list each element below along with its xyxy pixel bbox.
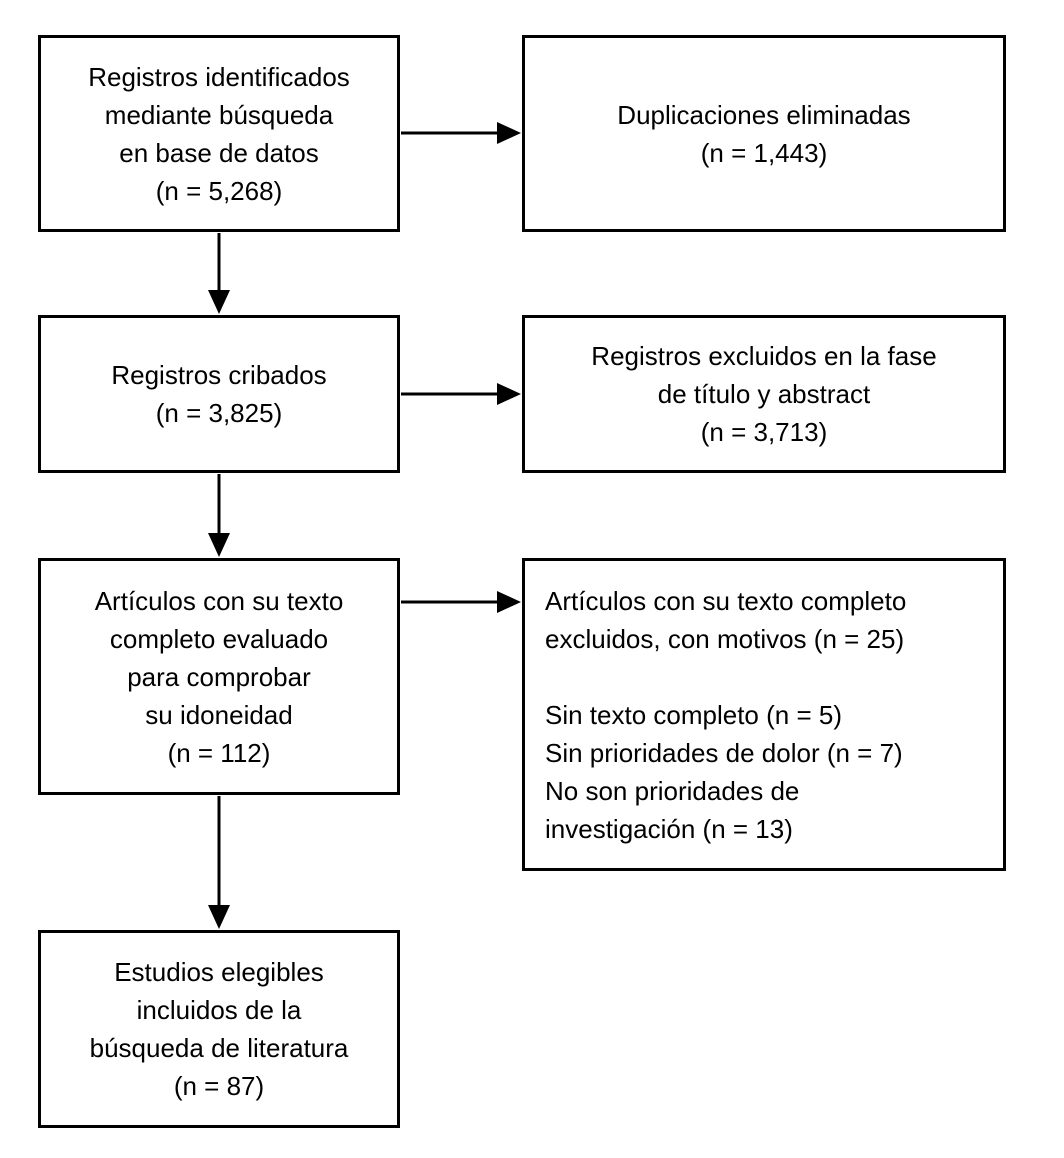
box-line: excluidos, con motivos (n = 25): [545, 623, 905, 654]
box-line: Artículos con su texto: [94, 585, 344, 616]
box-excluded-title-abstract: Registros excluidos en la fase de título…: [522, 315, 1006, 473]
box-count: (n = 5,268): [155, 175, 283, 206]
arrow-fulltext-to-excluded: [401, 591, 521, 613]
box-fulltext-excluded: Artículos con su texto completo excluido…: [522, 558, 1006, 871]
exclusion-reason: No son prioridades de: [545, 775, 800, 806]
box-line: Estudios elegibles: [114, 957, 324, 987]
box-line: Artículos con su texto completo: [545, 585, 907, 616]
arrow-screened-to-excluded: [401, 383, 521, 405]
box-line: Registros cribados: [111, 360, 327, 390]
box-line: Duplicaciones eliminadas: [617, 99, 911, 130]
arrow-fulltext-to-included: [208, 796, 230, 929]
box-count: (n = 3,713): [700, 417, 828, 447]
box-fulltext-assessed: Artículos con su texto completo evaluado…: [38, 558, 400, 795]
box-line: Registros identificados: [88, 61, 350, 92]
box-count: (n = 87): [173, 1071, 265, 1101]
exclusion-reason: investigación (n = 13): [545, 813, 793, 844]
box-count: (n = 1,443): [700, 137, 828, 168]
arrow-screened-to-fulltext: [208, 474, 230, 557]
box-line: su idoneidad: [145, 699, 293, 730]
box-line: de título y abstract: [657, 379, 871, 409]
box-line: búsqueda de literatura: [89, 1033, 349, 1063]
exclusion-reason: Sin prioridades de dolor (n = 7): [545, 737, 903, 768]
box-line: completo evaluado: [109, 623, 329, 654]
arrow-identified-to-screened: [208, 233, 230, 314]
box-line: para comprobar: [127, 661, 311, 692]
arrow-identified-to-duplicates: [401, 122, 521, 144]
box-records-screened: Registros cribados (n = 3,825): [38, 315, 400, 473]
box-count: (n = 3,825): [155, 398, 283, 428]
box-records-identified: Registros identificados mediante búsqued…: [38, 35, 400, 232]
box-duplicates-removed: Duplicaciones eliminadas (n = 1,443): [522, 35, 1006, 232]
box-line: mediante búsqueda: [104, 99, 334, 130]
box-line: Registros excluidos en la fase: [591, 341, 937, 371]
box-line: en base de datos: [119, 137, 319, 168]
box-studies-included: Estudios elegibles incluidos de la búsqu…: [38, 930, 400, 1128]
box-line: incluidos de la: [136, 995, 302, 1025]
box-count: (n = 112): [167, 737, 271, 768]
exclusion-reason: Sin texto completo (n = 5): [545, 699, 842, 730]
